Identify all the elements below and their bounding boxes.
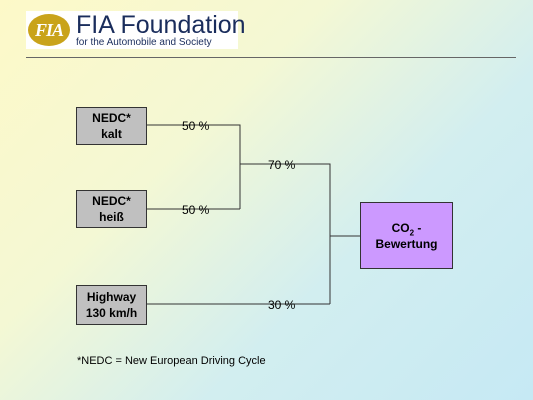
co2-rating-line2: Bewertung xyxy=(375,236,438,251)
highway-line2: 130 km/h xyxy=(85,306,138,320)
percent-highway: 30 % xyxy=(268,298,296,312)
highway-line1: Highway xyxy=(86,290,137,304)
nedc-cold-line2: kalt xyxy=(101,127,122,141)
percent-hot: 50 % xyxy=(182,203,210,217)
nedc-hot-box: NEDC* heiß xyxy=(76,190,147,228)
co2-rating-box: CO2 - Bewertung xyxy=(360,202,453,269)
fia-emblem-icon: FIA xyxy=(28,14,70,46)
connector-nedc-merge xyxy=(240,163,331,304)
nedc-cold-box: NEDC* kalt xyxy=(76,107,147,145)
footnote: *NEDC = New European Driving Cycle xyxy=(77,355,266,367)
fia-emblem-text: FIA xyxy=(34,19,64,40)
percent-cold: 50 % xyxy=(182,119,210,133)
logo-subtitle: for the Automobile and Society xyxy=(76,37,212,48)
highway-box: Highway 130 km/h xyxy=(76,285,147,325)
percent-nedc-total: 70 % xyxy=(268,158,296,172)
connector-cold xyxy=(147,124,241,209)
nedc-hot-line1: NEDC* xyxy=(92,194,131,208)
header-divider xyxy=(26,57,516,58)
nedc-hot-line2: heiß xyxy=(99,210,124,224)
co2-rating-line1: CO2 - xyxy=(391,220,422,237)
fia-logo: FIA FIA Foundation for the Automobile an… xyxy=(26,11,246,49)
nedc-cold-line1: NEDC* xyxy=(92,111,131,125)
logo-title: FIA Foundation xyxy=(76,11,246,39)
